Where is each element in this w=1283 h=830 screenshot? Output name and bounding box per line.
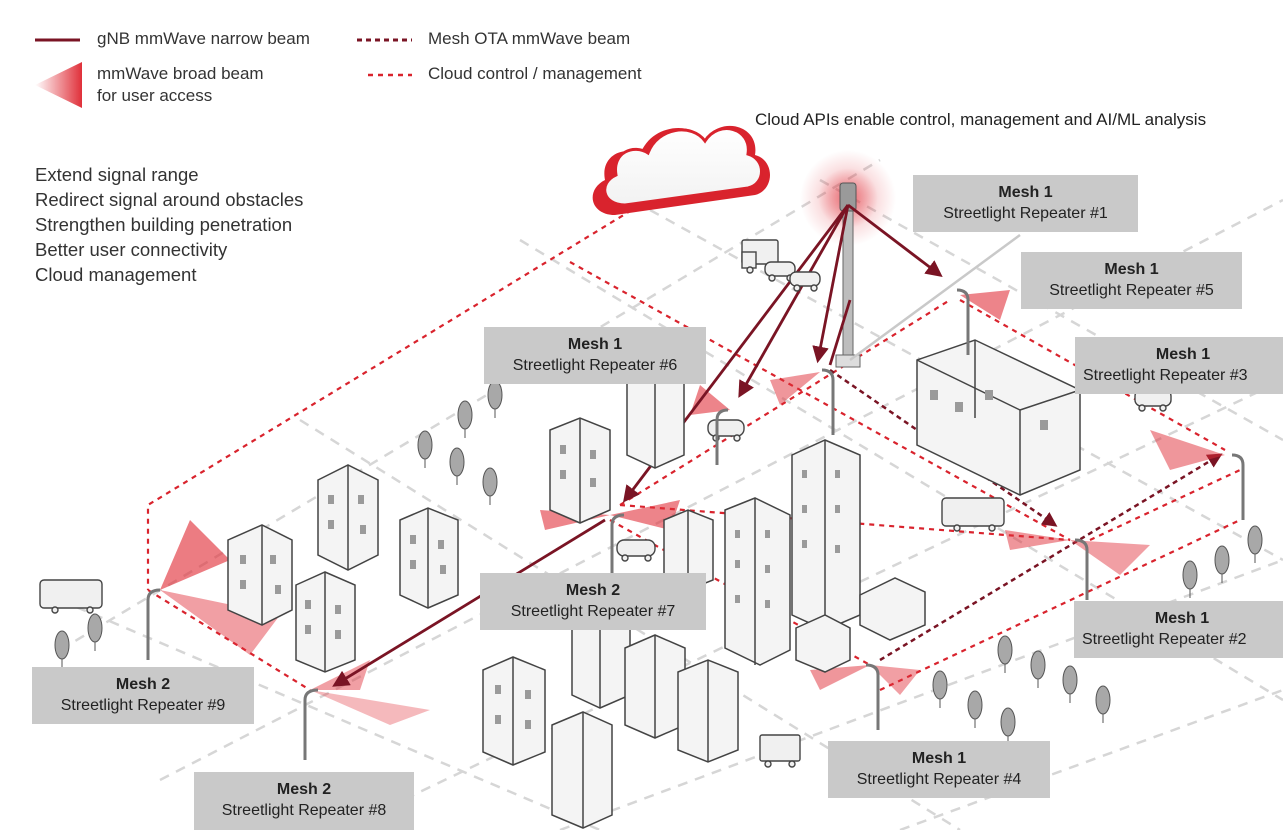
building-icon bbox=[677, 659, 739, 763]
repeater-name: Streetlight Repeater #4 bbox=[856, 771, 1022, 788]
repeater-mesh: Mesh 2 bbox=[115, 676, 171, 693]
repeater-label-6: Mesh 1 Streetlight Repeater #6 bbox=[484, 327, 706, 384]
streetlight-icon bbox=[610, 513, 625, 580]
building-icon bbox=[724, 497, 791, 666]
building-icon bbox=[551, 711, 613, 829]
repeater-label-5: Mesh 1 Streetlight Repeater #5 bbox=[1021, 252, 1242, 309]
tree-icon bbox=[1000, 707, 1016, 745]
benefits-list: Extend signal range Redirect signal arou… bbox=[35, 162, 303, 287]
repeater-name: Streetlight Repeater #8 bbox=[221, 802, 387, 819]
tree-icon bbox=[482, 467, 498, 505]
building-icon bbox=[859, 577, 926, 641]
streetlight-icon bbox=[146, 588, 161, 660]
repeater-name: Streetlight Repeater #9 bbox=[60, 697, 226, 714]
streetlight-icon bbox=[303, 688, 319, 760]
repeater-label-1: Mesh 1 Streetlight Repeater #1 bbox=[913, 175, 1138, 232]
repeater-name: Streetlight Repeater #2 bbox=[1082, 631, 1247, 648]
car-icon bbox=[707, 419, 745, 442]
trees bbox=[54, 380, 1263, 745]
legend-glyphs bbox=[35, 38, 412, 108]
tree-icon bbox=[487, 380, 503, 418]
repeater-mesh: Mesh 1 bbox=[998, 184, 1053, 201]
legend-cloud-control: Cloud control / management bbox=[428, 64, 642, 83]
legend-narrow-beam: gNB mmWave narrow beam bbox=[97, 29, 310, 48]
tree-icon bbox=[54, 630, 70, 668]
buildings bbox=[227, 339, 1081, 829]
cloud-apis-note: Cloud APIs enable control, management an… bbox=[755, 110, 1207, 129]
building-icon bbox=[795, 614, 851, 673]
repeater-label-9: Mesh 2 Streetlight Repeater #9 bbox=[32, 667, 254, 724]
repeater-mesh: Mesh 1 bbox=[1104, 261, 1159, 278]
streetlights bbox=[146, 288, 1245, 760]
benefit-item: Redirect signal around obstacles bbox=[35, 189, 304, 210]
cloud-icon bbox=[592, 125, 770, 215]
tree-icon bbox=[1182, 560, 1198, 598]
bus-icon bbox=[39, 579, 103, 614]
legend-broad-beam-swatch bbox=[35, 62, 82, 108]
building-icon bbox=[399, 507, 459, 609]
repeater-mesh: Mesh 1 bbox=[1154, 610, 1210, 627]
building-icon bbox=[549, 417, 611, 524]
tree-icon bbox=[1062, 665, 1078, 703]
repeater-mesh: Mesh 1 bbox=[567, 336, 623, 353]
repeater-label-3: Mesh 1 Streetlight Repeater #3 bbox=[1075, 337, 1283, 394]
tree-icon bbox=[1247, 525, 1263, 563]
repeater-label-7: Mesh 2 Streetlight Repeater #7 bbox=[480, 573, 706, 630]
building-icon bbox=[295, 571, 356, 673]
building-icon bbox=[317, 464, 379, 571]
tree-icon bbox=[457, 400, 473, 438]
repeater-name: Streetlight Repeater #1 bbox=[943, 205, 1108, 222]
legend-broad-beam-line2: for user access bbox=[97, 86, 213, 105]
streetlight-icon bbox=[1231, 453, 1245, 520]
tree-icon bbox=[967, 690, 983, 728]
building-icon bbox=[624, 634, 686, 739]
label-leader-line bbox=[849, 233, 1021, 362]
car-icon bbox=[616, 539, 656, 562]
tree-icon bbox=[932, 670, 948, 708]
benefit-item: Strengthen building penetration bbox=[35, 214, 293, 235]
benefit-item: Cloud management bbox=[35, 264, 197, 285]
repeater-name: Streetlight Repeater #3 bbox=[1083, 367, 1248, 384]
tree-icon bbox=[417, 430, 433, 468]
tree-icon bbox=[449, 447, 465, 485]
benefit-item: Better user connectivity bbox=[35, 239, 228, 260]
legend-mesh-beam: Mesh OTA mmWave beam bbox=[428, 29, 631, 48]
tree-icon bbox=[997, 635, 1013, 673]
repeater-name: Streetlight Repeater #5 bbox=[1049, 282, 1214, 299]
streetlight-icon bbox=[821, 368, 835, 435]
gnb-tower-icon bbox=[800, 150, 896, 368]
tree-icon bbox=[1030, 650, 1046, 688]
building-icon bbox=[482, 656, 546, 766]
building-windows bbox=[240, 390, 1048, 729]
repeater-label-8: Mesh 2 Streetlight Repeater #8 bbox=[194, 772, 414, 830]
repeater-mesh: Mesh 1 bbox=[911, 750, 967, 767]
streetlight-icon bbox=[1074, 538, 1089, 600]
tree-icon bbox=[87, 613, 103, 651]
tree-icon bbox=[1095, 685, 1111, 723]
repeater-label-4: Mesh 1 Streetlight Repeater #4 bbox=[828, 741, 1050, 798]
legend-broad-beam-line1: mmWave broad beam bbox=[97, 64, 264, 83]
bus-icon bbox=[941, 497, 1005, 532]
car-icon bbox=[789, 271, 821, 292]
repeater-mesh: Mesh 1 bbox=[1155, 346, 1211, 363]
building-icon bbox=[916, 339, 1081, 496]
streetlight-icon bbox=[956, 288, 970, 355]
building-icon bbox=[227, 524, 293, 626]
repeater-name: Streetlight Repeater #7 bbox=[510, 603, 676, 620]
streetlight-icon bbox=[715, 408, 729, 465]
tree-icon bbox=[1214, 545, 1230, 583]
streetlight-icon bbox=[865, 663, 880, 730]
repeater-label-2: Mesh 1 Streetlight Repeater #2 bbox=[1074, 601, 1283, 658]
truck-icon bbox=[759, 734, 801, 768]
repeater-mesh: Mesh 2 bbox=[565, 582, 621, 599]
benefit-item: Extend signal range bbox=[35, 164, 199, 185]
repeater-name: Streetlight Repeater #6 bbox=[512, 357, 678, 374]
repeater-mesh: Mesh 2 bbox=[276, 781, 332, 798]
car-icon bbox=[1134, 389, 1172, 412]
building-icon bbox=[791, 439, 861, 631]
